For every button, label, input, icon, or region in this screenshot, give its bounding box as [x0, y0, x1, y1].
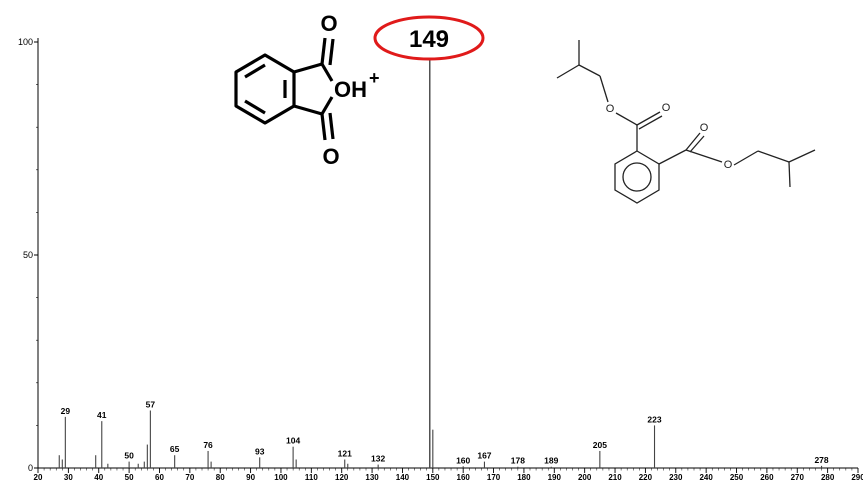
molecule-bond [578, 64, 601, 77]
fragment-plus-charge: + [369, 68, 380, 88]
peak-label: 57 [146, 399, 156, 409]
fragment-ring-double-bond [244, 99, 266, 115]
molecule-bond [757, 150, 790, 163]
molecule-bond [685, 132, 701, 151]
molecule-bond [788, 161, 791, 188]
molecule-bond [599, 75, 609, 103]
peak-labels: 29 41 50 57 65 76 93 104 121 132 160 167 178 189 205 22… [61, 399, 829, 465]
fragment-carbonyl-bond [320, 37, 327, 65]
molecule-bond [689, 135, 705, 153]
molecule-bond [733, 150, 759, 166]
fragment-bond [320, 63, 334, 82]
peaks [58, 42, 823, 468]
y-tick-label: 0 [28, 463, 33, 473]
x-tick-label: 250 [730, 473, 744, 480]
x-tick-label: 190 [548, 473, 562, 480]
x-tick-label: 290 [851, 473, 863, 480]
fragment-structure [234, 37, 335, 141]
peak-label: 278 [814, 455, 828, 465]
peak-label: 41 [97, 410, 107, 420]
molecule-oxygen: O [724, 159, 733, 171]
peak-label: 189 [544, 456, 558, 466]
highlight-ellipse [373, 15, 485, 61]
x-tick-label: 70 [185, 473, 194, 480]
x-tick-label: 170 [487, 473, 501, 480]
peak-label: 121 [338, 448, 352, 458]
peak-label: 132 [371, 454, 385, 464]
molecule-oxygen: O [700, 122, 709, 134]
fragment-carbonyl-bond [328, 112, 335, 140]
peak-label: 76 [203, 440, 213, 450]
molecule-oxygen: O [662, 102, 671, 114]
molecule-bond [788, 149, 816, 163]
x-tick-label: 130 [365, 473, 379, 480]
peak-label: 205 [593, 440, 607, 450]
fragment-carbonyl-bond [320, 113, 327, 141]
x-tick-label: 100 [274, 473, 288, 480]
y-tick-label: 50 [23, 250, 33, 260]
molecule-bond [556, 64, 580, 79]
highlight-peak-label: 149 [409, 26, 449, 53]
x-tick-label: 240 [699, 473, 713, 480]
x-tick-label: 110 [305, 473, 318, 480]
peak-label: 223 [647, 414, 661, 424]
x-tick-label: 160 [457, 473, 471, 480]
x-tick-label: 200 [578, 473, 592, 480]
peak-label: 29 [61, 406, 71, 416]
molecule-oxygens: O O O O [606, 102, 733, 171]
fragment-bond [293, 62, 323, 74]
fragment-ring-double-bond [244, 63, 266, 79]
molecule-bond [658, 149, 687, 165]
x-tick-label: 40 [94, 473, 103, 480]
peak-label: 160 [456, 455, 470, 465]
x-tick-label: 220 [639, 473, 653, 480]
peak-label: 50 [124, 451, 134, 461]
fragment-oxygen-top: O [320, 11, 337, 36]
x-tick-label: 80 [216, 473, 225, 480]
molecule-oxygen: O [606, 103, 615, 115]
x-tick-label: 280 [821, 473, 835, 480]
x-tick-label: 270 [791, 473, 805, 480]
molecule-bond [636, 111, 661, 126]
fragment-oh: OH [334, 77, 367, 102]
molecule-bond [615, 112, 638, 126]
x-tick-label: 260 [760, 473, 774, 480]
fragment-carbonyl-bond [328, 38, 335, 66]
molecule-benzene-ring [614, 150, 660, 204]
peak-label: 93 [255, 446, 265, 456]
molecule-structure [556, 40, 816, 204]
fragment-bond [320, 96, 334, 115]
peak-label: 104 [286, 436, 300, 446]
x-tick-label: 180 [517, 473, 531, 480]
molecule-bond [638, 115, 663, 130]
peak-label: 178 [511, 456, 525, 466]
y-tick-label: 100 [18, 37, 33, 47]
molecule-bond [685, 149, 723, 163]
fragment-oxygen-bottom: O [322, 144, 339, 169]
fragment-bond [293, 104, 323, 116]
x-tick-label: 50 [125, 473, 134, 480]
x-tick-label: 30 [64, 473, 73, 480]
x-tick-label: 210 [608, 473, 622, 480]
x-tick-label: 150 [426, 473, 440, 480]
peak-label: 65 [170, 444, 180, 454]
peak-label: 167 [477, 451, 491, 461]
x-tick-label: 230 [669, 473, 683, 480]
x-tick-label: 90 [246, 473, 255, 480]
molecule-aromatic-circle [622, 162, 652, 192]
x-tick-label: 140 [396, 473, 410, 480]
x-tick-label: 60 [155, 473, 164, 480]
x-tick-label: 20 [34, 473, 43, 480]
x-tick-label: 120 [335, 473, 349, 480]
axes: 0 50 100 20 30 40 50 60 70 80 90 100 110 120 130 140 150… [18, 37, 863, 482]
